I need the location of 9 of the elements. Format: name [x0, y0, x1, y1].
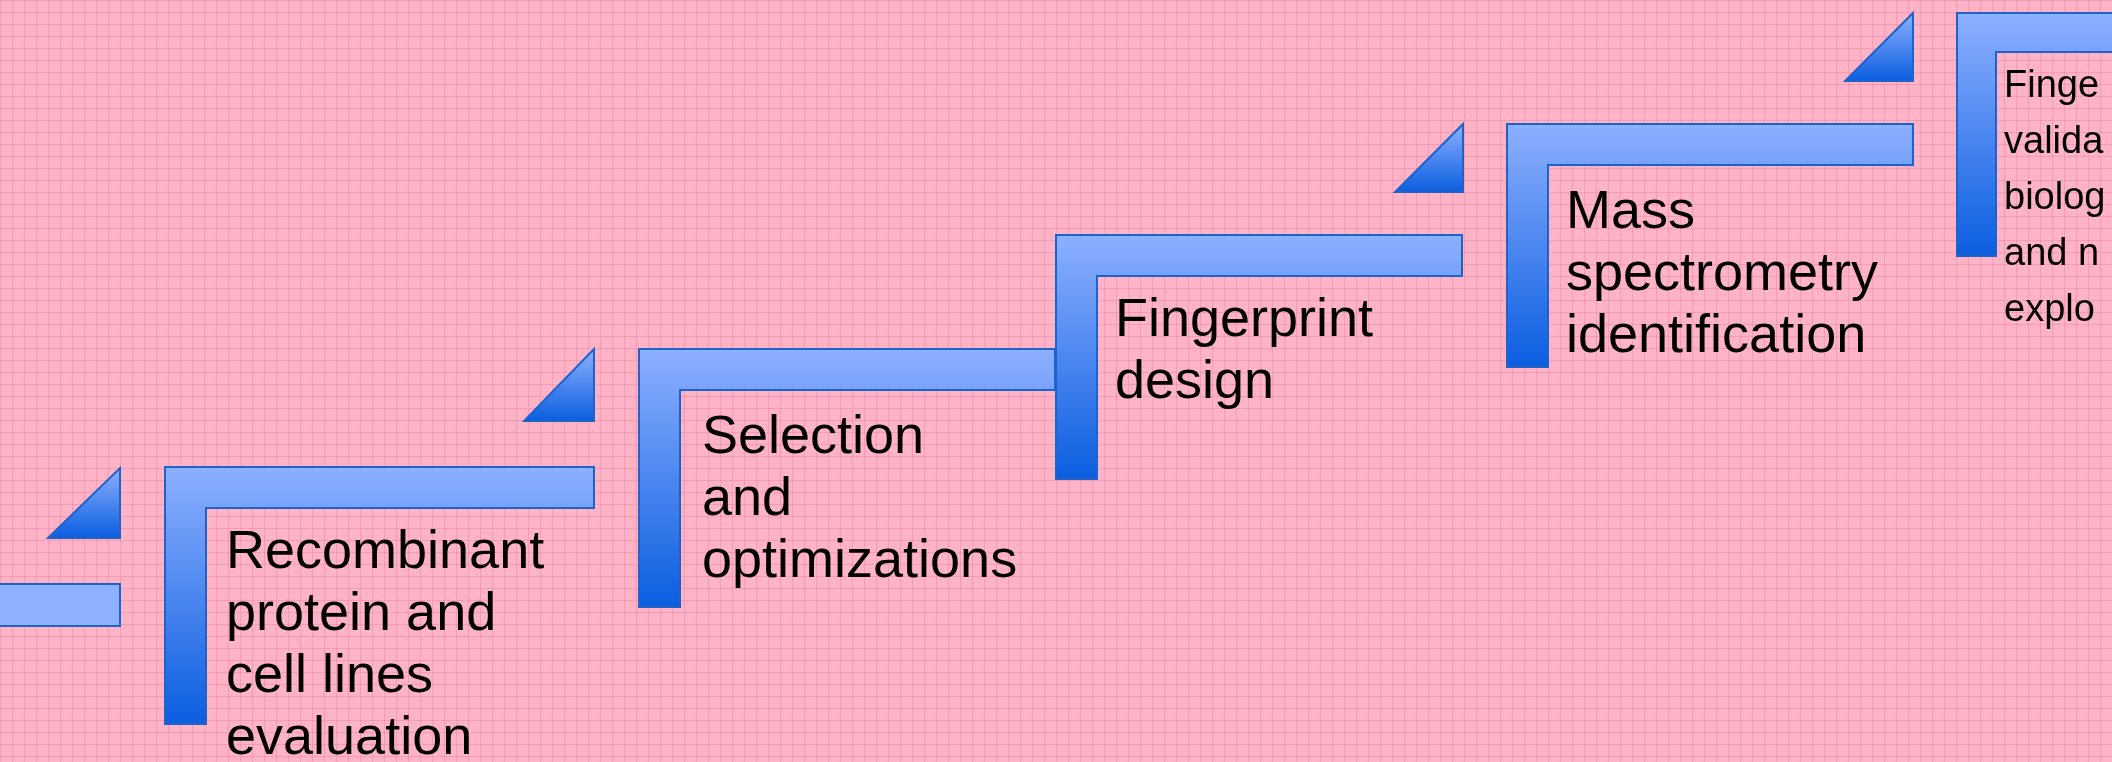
step-label: Recombinant protein and cell lines evaluation — [226, 518, 546, 762]
step-shape — [1506, 123, 1914, 368]
step-label: Mass spectrometry identification — [1566, 178, 1879, 364]
step-label: Finge valida biolog and n explo — [2004, 62, 2107, 331]
step-shape — [638, 348, 1056, 608]
step-bar — [0, 583, 121, 627]
step-label: Selection and optimizations — [702, 403, 1018, 589]
step-label: Fingerprint design — [1115, 286, 1374, 410]
step-shape — [1055, 234, 1463, 480]
